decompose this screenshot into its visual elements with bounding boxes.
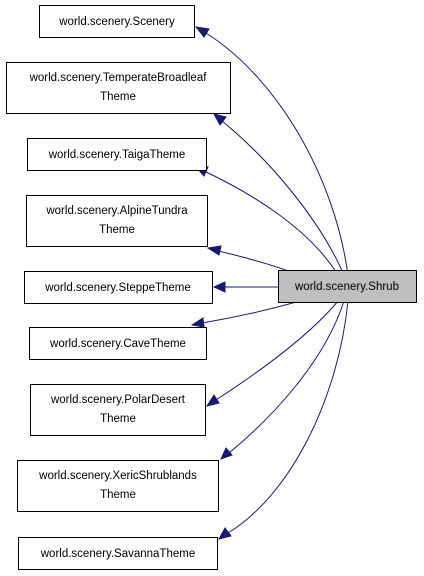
node-label: world.scenery.Scenery: [58, 16, 175, 28]
parent-node-temperatebroadleaf[interactable]: world.scenery.TemperateBroadleaf Theme: [6, 62, 231, 114]
node-label-line-2: Theme: [100, 91, 136, 103]
parent-node-cave[interactable]: world.scenery.CaveTheme: [29, 327, 207, 360]
node-box: [27, 138, 207, 171]
node-box: [18, 537, 218, 570]
edge-shrub-to-savanna: [227, 300, 349, 534]
edge-arrowhead-savanna: [218, 527, 232, 540]
node-box: [17, 460, 219, 512]
node-label-line-2: Theme: [100, 489, 136, 501]
node-label: world.scenery.CaveTheme: [49, 338, 186, 350]
parent-node-scenery[interactable]: world.scenery.Scenery: [39, 5, 195, 38]
node-label-line-1: world.scenery.TemperateBroadleaf: [29, 72, 208, 84]
edge-arrowhead-steppe: [212, 281, 226, 293]
node-box: [24, 271, 213, 304]
edge-arrowhead-cave: [190, 317, 205, 328]
parent-node-xericshrublands[interactable]: world.scenery.XericShrublands Theme: [17, 460, 219, 512]
parent-node-steppe[interactable]: world.scenery.SteppeTheme: [24, 271, 213, 304]
node-box: [6, 62, 231, 114]
node-label-line-1: world.scenery.AlpineTundra: [45, 205, 188, 217]
edges: [190, 26, 349, 540]
node-box: [39, 5, 195, 38]
parent-node-taiga[interactable]: world.scenery.TaigaTheme: [27, 138, 207, 171]
node-box: [26, 195, 208, 247]
node-box: [278, 270, 417, 303]
node-box: [30, 384, 206, 436]
node-label: world.scenery.SteppeTheme: [44, 282, 191, 294]
node-label: world.scenery.Shrub: [294, 281, 399, 293]
edge-arrowhead-xericshrublands: [220, 447, 233, 460]
parent-node-polardesert[interactable]: world.scenery.PolarDesert Theme: [30, 384, 206, 436]
focus-node-shrub[interactable]: world.scenery.Shrub: [278, 270, 417, 303]
node-label: world.scenery.TaigaTheme: [48, 149, 186, 161]
node-label-line-1: world.scenery.XericShrublands: [38, 470, 197, 482]
node-label-line-2: Theme: [100, 413, 136, 425]
edge-shrub-to-cave: [201, 300, 301, 324]
node-label-line-1: world.scenery.PolarDesert: [50, 394, 186, 406]
edge-shrub-to-taiga: [203, 170, 339, 276]
parent-node-alpinetundra[interactable]: world.scenery.AlpineTundra Theme: [26, 195, 208, 247]
node-box: [29, 327, 207, 360]
edge-shrub-to-polardesert: [215, 300, 339, 401]
node-label: world.scenery.SavannaTheme: [40, 548, 195, 560]
edge-shrub-to-temperatebroadleaf: [221, 120, 345, 276]
edge-shrub-to-xericshrublands: [228, 300, 345, 454]
parent-node-savanna[interactable]: world.scenery.SavannaTheme: [18, 537, 218, 570]
edge-arrowhead-polardesert: [205, 394, 220, 407]
edge-arrowhead-alpinetundra: [206, 245, 222, 256]
edge-arrowhead-scenery: [194, 26, 210, 38]
edge-arrowhead-temperatebroadleaf: [213, 113, 227, 126]
edge-shrub-to-scenery: [205, 32, 349, 276]
node-label-line-2: Theme: [99, 224, 135, 236]
